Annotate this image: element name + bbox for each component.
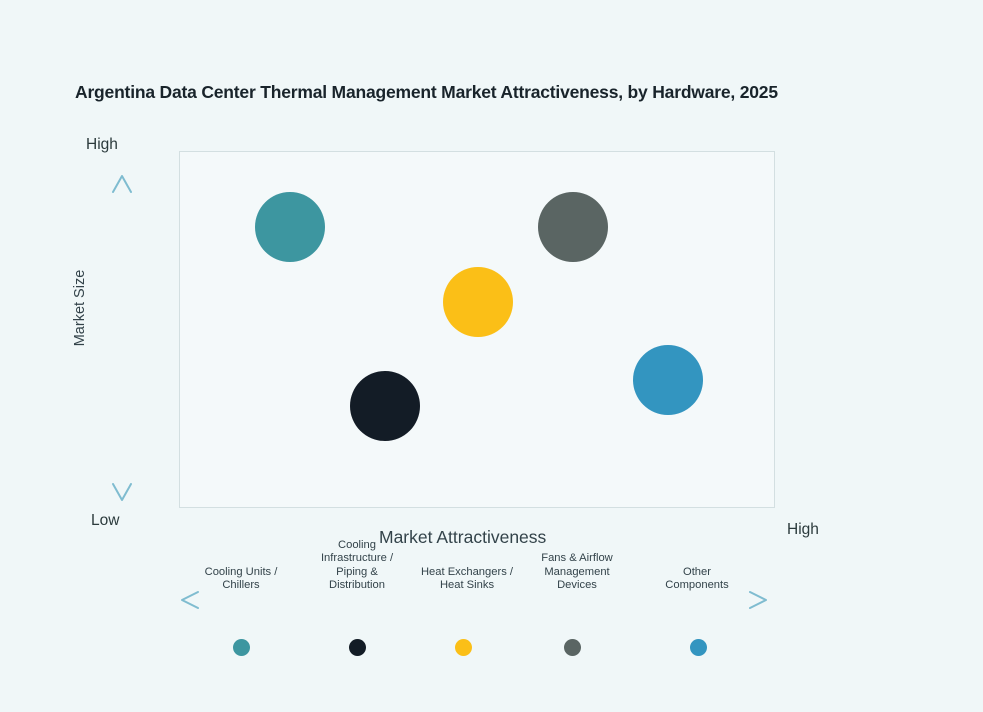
category-label-line: Cooling Units / [204, 565, 278, 578]
category-label-line: Heat Exchangers / [420, 565, 514, 578]
legend-dot[interactable] [232, 639, 250, 656]
category-label-line: Cooling [338, 539, 376, 552]
chart-title: Argentina Data Center Thermal Management… [75, 82, 778, 102]
y-axis-arrow-icon [112, 175, 132, 501]
bubble-point [350, 371, 420, 441]
y-axis-title: Market Size [72, 269, 88, 347]
legend-dot[interactable] [563, 639, 581, 656]
category-label-line: Heat Sinks [439, 578, 495, 591]
category-label: Cooling Units /Chillers [161, 566, 321, 592]
legend [0, 636, 983, 662]
category-label-line: Components [665, 578, 729, 591]
category-label-line: Piping & [336, 565, 378, 578]
category-label-line: Chillers [222, 578, 260, 591]
category-label-line: Fans & Airflow [541, 552, 613, 565]
y-axis-low-label: Low [91, 512, 120, 529]
legend-dot[interactable] [454, 639, 472, 656]
legend-dot[interactable] [348, 639, 366, 656]
bubble-point [538, 192, 608, 262]
y-axis-high-label: High [86, 136, 118, 153]
bubble-point [255, 192, 325, 262]
x-axis-title: Market Attractiveness [379, 527, 547, 547]
category-label-line: Management [544, 565, 610, 578]
category-label: Heat Exchangers /Heat Sinks [397, 566, 537, 592]
x-axis-arrow-icon [181, 591, 767, 609]
bubble-point [443, 267, 513, 337]
category-label-line: Other [683, 565, 711, 578]
x-axis-high-label: High [787, 521, 819, 538]
legend-dot[interactable] [689, 639, 707, 656]
category-label-line: Distribution [329, 578, 385, 591]
category-label-line: Devices [557, 578, 597, 591]
bubble-point [633, 345, 703, 415]
category-label-line: Infrastructure / [320, 552, 394, 565]
